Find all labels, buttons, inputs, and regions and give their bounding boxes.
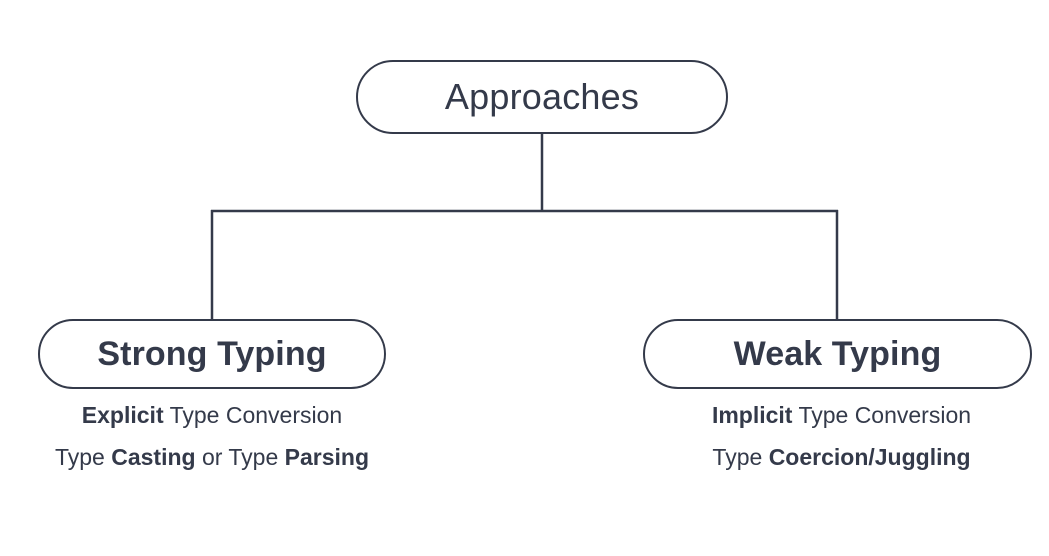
caption-segment: or Type (195, 444, 285, 470)
caption-line: Type Coercion/Juggling (640, 446, 1043, 469)
caption-line: Type Casting or Type Parsing (0, 446, 424, 469)
node-approaches-label: Approaches (444, 76, 640, 117)
caption-segment: Type (712, 444, 769, 470)
caption-segment: Type Conversion (792, 402, 972, 428)
caption-segment-emphasis: Implicit (711, 402, 793, 428)
caption-line: Implicit Type Conversion (640, 404, 1043, 427)
caption-segment-emphasis: Casting (111, 444, 196, 470)
caption-segment-emphasis: Parsing (284, 444, 370, 470)
node-strong-typing-label: Strong Typing (97, 335, 327, 373)
node-strong-typing[interactable]: Strong Typing (38, 319, 386, 389)
node-approaches[interactable]: Approaches (356, 60, 728, 134)
caption-segment: Type Conversion (163, 402, 343, 428)
node-weak-typing[interactable]: Weak Typing (643, 319, 1032, 389)
node-weak-typing-label: Weak Typing (733, 335, 942, 373)
caption-segment-emphasis: Coercion/Juggling (768, 444, 971, 470)
caption-line: Explicit Type Conversion (0, 404, 424, 427)
caption-segment-emphasis: Explicit (81, 402, 164, 428)
caption-segment: Type (54, 444, 112, 470)
